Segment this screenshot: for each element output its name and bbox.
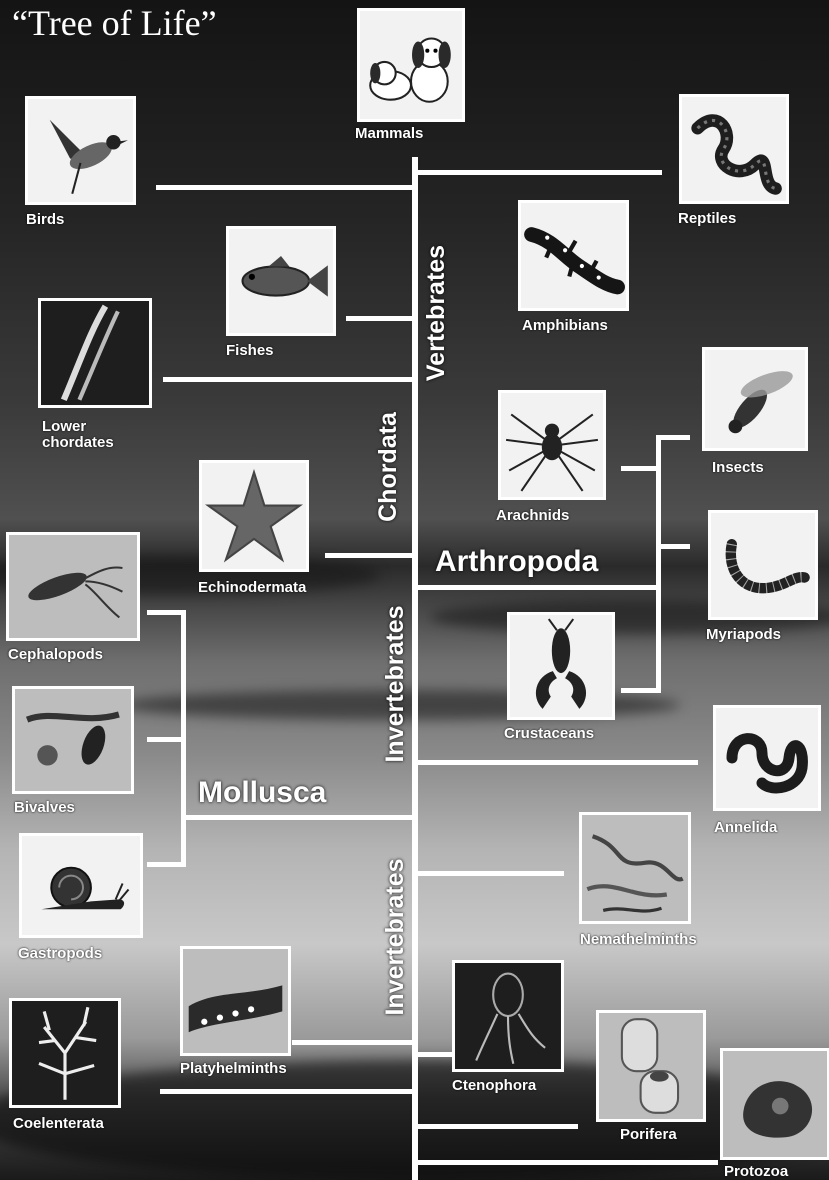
dogs-icon bbox=[360, 11, 462, 119]
lobster-icon bbox=[510, 615, 612, 717]
crustaceans-label: Crustaceans bbox=[504, 726, 594, 742]
amphibians-thumbnail[interactable] bbox=[518, 200, 629, 311]
reptiles-thumbnail[interactable] bbox=[679, 94, 789, 204]
annelida-thumbnail[interactable] bbox=[713, 705, 821, 811]
lower-chordates-label: Lower chordates bbox=[42, 419, 114, 451]
worm-icon bbox=[716, 708, 818, 808]
echinodermata-label: Echinodermata bbox=[198, 580, 306, 596]
mammals-thumbnail[interactable] bbox=[357, 8, 465, 122]
branch-ctenophora bbox=[418, 1052, 454, 1057]
echinodermata-thumbnail[interactable] bbox=[199, 460, 309, 572]
myriapods-label: Myriapods bbox=[706, 627, 781, 643]
branch-arachnids bbox=[621, 466, 661, 471]
flatworm-icon bbox=[183, 949, 288, 1053]
sponge-icon bbox=[599, 1013, 703, 1119]
crustaceans-thumbnail[interactable] bbox=[507, 612, 615, 720]
spider-icon bbox=[501, 393, 603, 497]
arachnids-thumbnail[interactable] bbox=[498, 390, 606, 500]
branch-insects bbox=[656, 435, 690, 440]
branch-mollusca bbox=[181, 815, 412, 820]
salamander-icon bbox=[521, 203, 626, 308]
branch-fishes bbox=[346, 316, 412, 321]
invertebrates-upper-label: Invertebrates bbox=[378, 592, 412, 776]
lancelet-icon bbox=[41, 301, 149, 405]
coelenterata-thumbnail[interactable] bbox=[9, 998, 121, 1108]
branch-protozoa bbox=[418, 1160, 718, 1165]
porifera-thumbnail[interactable] bbox=[596, 1010, 706, 1122]
nemathelminths-label: Nemathelminths bbox=[580, 932, 697, 948]
bird-icon bbox=[28, 99, 133, 202]
platyhelminths-thumbnail[interactable] bbox=[180, 946, 291, 1056]
branch-crustaceans bbox=[621, 688, 661, 693]
branch-nemathelminths bbox=[418, 871, 564, 876]
gastropods-thumbnail[interactable] bbox=[19, 833, 143, 938]
lower-chordates-text: Lower chordates bbox=[42, 418, 114, 451]
birds-thumbnail[interactable] bbox=[25, 96, 136, 205]
branch-arthropoda bbox=[418, 585, 658, 590]
chordata-label: Chordata bbox=[371, 392, 405, 542]
branch-echinodermata bbox=[325, 553, 412, 558]
mollusca-label: Mollusca bbox=[198, 776, 326, 810]
fishes-thumbnail[interactable] bbox=[226, 226, 336, 336]
protozoa-label: Protozoa bbox=[724, 1164, 788, 1180]
branch-gastropods bbox=[147, 862, 186, 867]
squid-icon bbox=[9, 535, 137, 638]
ctenophora-thumbnail[interactable] bbox=[452, 960, 564, 1072]
branch-lower-chordates bbox=[163, 377, 412, 382]
reptiles-label: Reptiles bbox=[678, 211, 736, 227]
ctenophora-label: Ctenophora bbox=[452, 1078, 536, 1094]
coral-icon bbox=[12, 1001, 118, 1105]
invertebrates-lower-label: Invertebrates bbox=[378, 845, 412, 1029]
branch-reptiles bbox=[418, 170, 662, 175]
protozoa-thumbnail[interactable] bbox=[720, 1048, 829, 1160]
amoeba-icon bbox=[723, 1051, 827, 1157]
branch-myriapods bbox=[656, 544, 690, 549]
lower-chordates-thumbnail[interactable] bbox=[38, 298, 152, 408]
branch-birds bbox=[156, 185, 412, 190]
branch-cephalopods bbox=[147, 610, 186, 615]
platyhelminths-label: Platyhelminths bbox=[180, 1061, 287, 1077]
annelida-label: Annelida bbox=[714, 820, 777, 836]
insects-thumbnail[interactable] bbox=[702, 347, 808, 451]
centipede-icon bbox=[711, 513, 815, 617]
myriapods-thumbnail[interactable] bbox=[708, 510, 818, 620]
coelenterata-label: Coelenterata bbox=[13, 1116, 104, 1132]
arachnids-label: Arachnids bbox=[496, 508, 569, 524]
amphibians-label: Amphibians bbox=[522, 318, 608, 334]
nemathelminths-thumbnail[interactable] bbox=[579, 812, 691, 924]
branch-platyhelminths bbox=[292, 1040, 412, 1045]
mammals-label: Mammals bbox=[355, 126, 423, 142]
trunk-line bbox=[412, 157, 418, 1180]
birds-label: Birds bbox=[26, 212, 64, 228]
diagram-title: “Tree of Life” bbox=[12, 2, 217, 44]
starfish-icon bbox=[202, 463, 306, 569]
mussel-icon bbox=[15, 689, 131, 791]
arthropoda-label: Arthropoda bbox=[435, 545, 598, 579]
branch-coelenterata bbox=[160, 1089, 412, 1094]
cephalopods-thumbnail[interactable] bbox=[6, 532, 140, 641]
bivalves-label: Bivalves bbox=[14, 800, 75, 816]
fishes-label: Fishes bbox=[226, 343, 274, 359]
porifera-label: Porifera bbox=[620, 1127, 677, 1143]
branch-bivalves bbox=[147, 737, 186, 742]
branch-annelida bbox=[418, 760, 698, 765]
gastropods-label: Gastropods bbox=[18, 946, 102, 962]
vertebrates-label: Vertebrates bbox=[419, 223, 453, 403]
cephalopods-label: Cephalopods bbox=[8, 647, 103, 663]
branch-porifera bbox=[418, 1124, 578, 1129]
snake-icon bbox=[682, 97, 786, 201]
roundworm-icon bbox=[582, 815, 688, 921]
bivalves-thumbnail[interactable] bbox=[12, 686, 134, 794]
insects-label: Insects bbox=[712, 460, 764, 476]
snail-icon bbox=[22, 836, 140, 935]
comb-jelly-icon bbox=[455, 963, 561, 1069]
fish-icon bbox=[229, 229, 333, 333]
bracket-arthropoda bbox=[656, 435, 661, 692]
fly-icon bbox=[705, 350, 805, 448]
